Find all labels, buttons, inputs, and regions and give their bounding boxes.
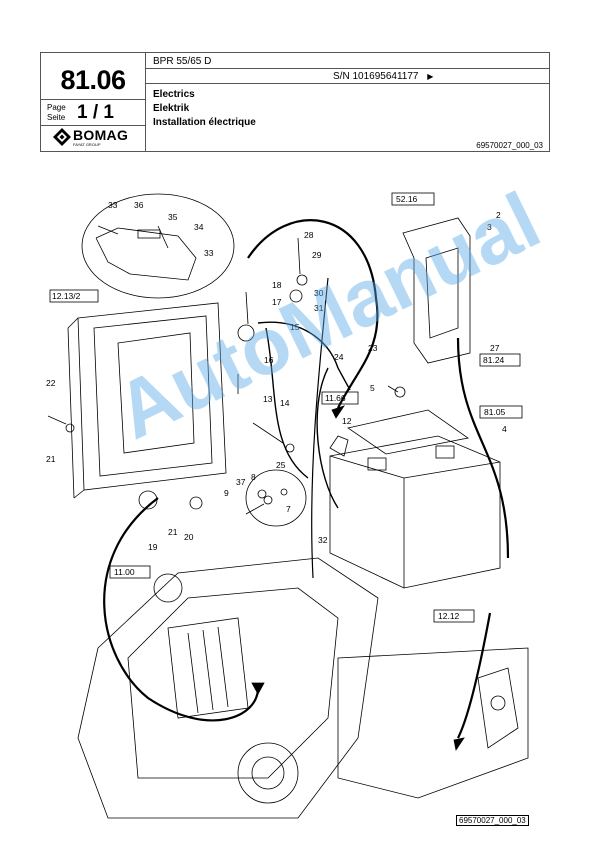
page-number: 1 / 1	[77, 102, 114, 123]
ref-box-label: 11.00	[114, 567, 135, 577]
part-number: 5	[370, 383, 375, 393]
ref-box-label: 81.24	[483, 355, 505, 365]
part-number: 35	[168, 212, 178, 222]
divider	[145, 68, 549, 69]
page-label: Page	[47, 103, 66, 112]
page-label-alt: Seite	[47, 113, 66, 122]
arrow-right-icon: ▶	[427, 72, 434, 81]
part-number: 29	[312, 250, 322, 260]
part-number: 2	[496, 210, 501, 220]
part-number: 31	[314, 303, 324, 313]
diamond-icon	[53, 128, 71, 146]
machine-model: BPR 55/65 D	[153, 56, 212, 67]
divider	[41, 125, 145, 126]
detail-inset	[245, 469, 307, 527]
logo-subtext: FAYAT GROUP	[73, 142, 101, 147]
part-number: 12	[342, 416, 352, 426]
bomag-logo: BOMAG FAYAT GROUP	[53, 127, 143, 149]
part-number: 20	[184, 532, 194, 542]
part-number: 7	[286, 504, 291, 514]
drawing-footer-code: 69570027_000_03	[456, 815, 529, 826]
part-number: 15	[290, 322, 300, 332]
detail-inset	[81, 193, 235, 299]
part-number: 32	[318, 535, 328, 545]
part-number: 22	[46, 378, 56, 388]
part-number: 9	[224, 488, 229, 498]
ref-box-label: 81.05	[484, 407, 506, 417]
part-number: 14	[280, 398, 290, 408]
title-block: 81.06 Page Seite 1 / 1 BOMAG FAYAT GROUP…	[40, 52, 550, 152]
exploded-parts-drawing: 52.16 12.13/2 81.24 11.66 81.05 11.00 12…	[46, 192, 529, 819]
part-number: 13	[263, 394, 273, 404]
part-number: 17	[272, 297, 282, 307]
part-number: 33	[204, 248, 214, 258]
title-french: Installation électrique	[153, 117, 256, 128]
part-number: 33	[108, 200, 118, 210]
logo-text: BOMAG	[73, 127, 129, 143]
title-german: Elektrik	[153, 103, 190, 114]
divider	[41, 99, 145, 100]
ref-box-label: 12.13/2	[52, 291, 81, 301]
part-number: 30	[314, 288, 324, 298]
part-number: 3	[487, 222, 492, 232]
part-number: 21	[46, 454, 56, 464]
divider	[145, 83, 549, 84]
part-number: 18	[272, 280, 282, 290]
ref-box-label: 11.66	[325, 393, 346, 403]
title-english: Electrics	[153, 89, 195, 100]
part-number: 36	[134, 200, 144, 210]
part-number: 16	[264, 355, 274, 365]
title-block-divider	[145, 53, 146, 151]
part-number: 27	[490, 343, 500, 353]
part-number: 21	[168, 527, 178, 537]
part-number: 37	[236, 477, 246, 487]
section-number: 81.06	[60, 65, 126, 95]
part-number: 34	[194, 222, 204, 232]
part-number: 8	[251, 472, 256, 482]
part-number: 23	[368, 343, 378, 353]
part-number: 4	[502, 424, 507, 434]
part-number: 24	[334, 352, 344, 362]
ref-box-label: 52.16	[396, 194, 418, 204]
part-number: 19	[148, 542, 158, 552]
part-number: 28	[304, 230, 314, 240]
drawing-code: 69570027_000_03	[476, 141, 543, 150]
ref-box-label: 12.12	[438, 611, 460, 621]
part-number: 25	[276, 460, 286, 470]
serial-number: S/N 101695641177 ▶	[333, 71, 434, 82]
